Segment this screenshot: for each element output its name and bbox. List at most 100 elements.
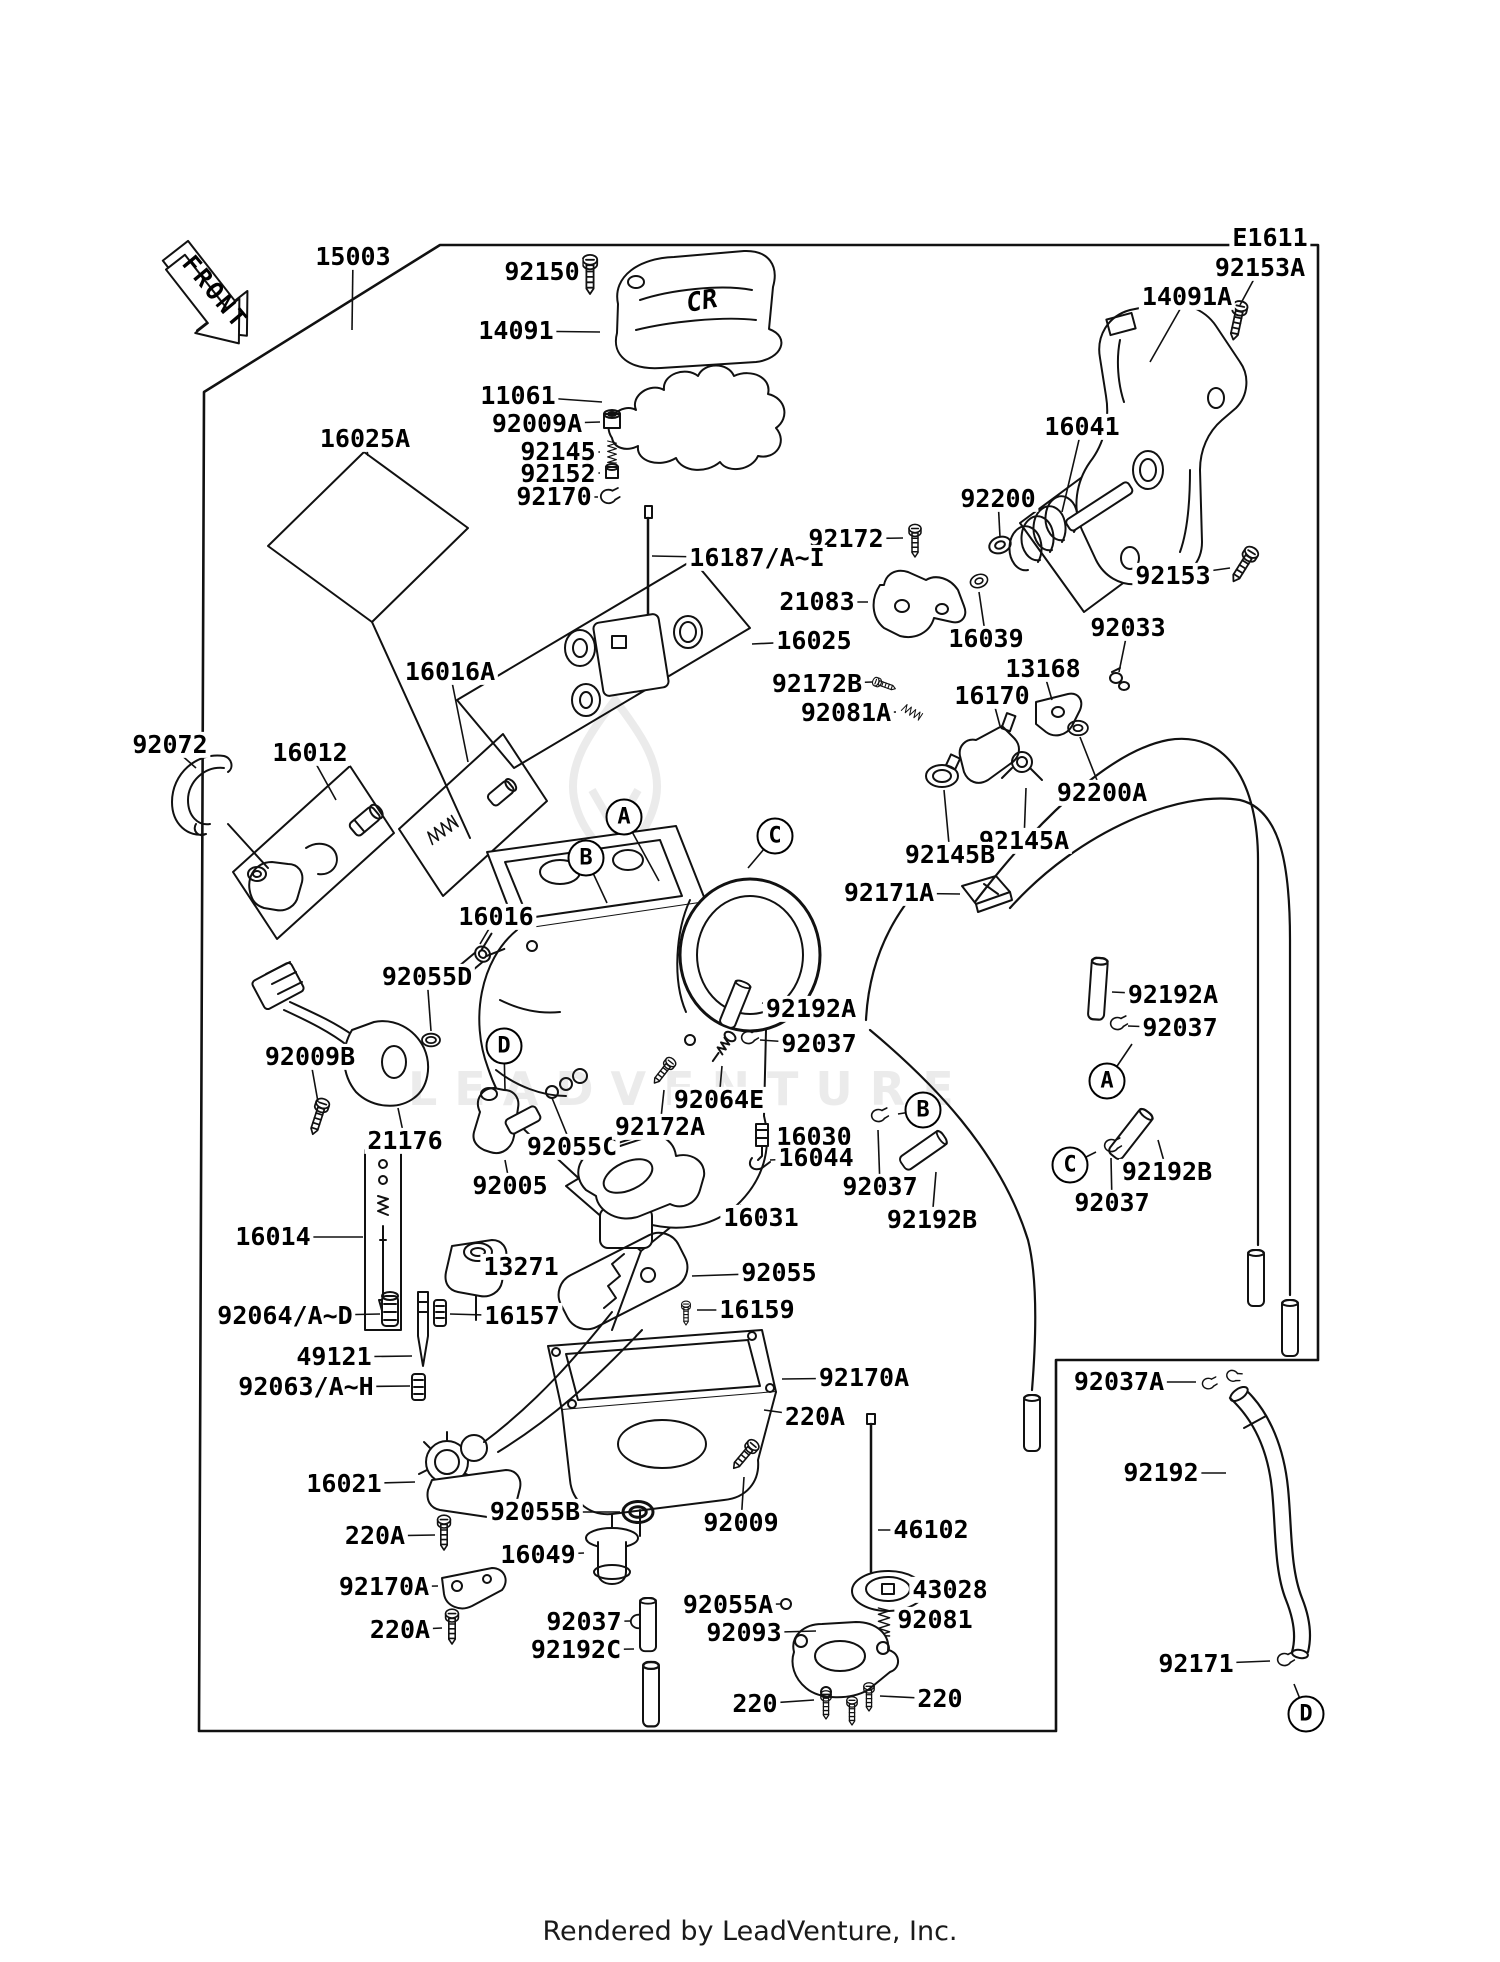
- clamp-92171A: [961, 875, 1013, 913]
- part-label-92150[interactable]: 92150: [501, 258, 583, 286]
- front-arrow: [161, 239, 249, 345]
- part-label-16157[interactable]: 16157: [481, 1302, 563, 1330]
- part-label-92192[interactable]: 92192: [1120, 1459, 1202, 1487]
- circlip-92072: [171, 754, 269, 869]
- part-label-16025[interactable]: 16025: [773, 627, 855, 655]
- part-label-92171[interactable]: 92171: [1155, 1650, 1237, 1678]
- part-label-92081[interactable]: 92081: [894, 1606, 976, 1634]
- clip-92033: [1109, 667, 1130, 691]
- part-label-16039[interactable]: 16039: [945, 625, 1027, 653]
- part-label-92037[interactable]: 92037: [1071, 1189, 1153, 1217]
- part-label-92200[interactable]: 92200: [957, 485, 1039, 513]
- part-label-92055C[interactable]: 92055C: [523, 1133, 621, 1161]
- gasket-92055: [557, 1231, 689, 1331]
- part-label-92005[interactable]: 92005: [469, 1172, 551, 1200]
- part-16170-lever: [958, 712, 1020, 784]
- part-label-92055B[interactable]: 92055B: [486, 1498, 584, 1526]
- part-label-92192B[interactable]: 92192B: [883, 1206, 981, 1234]
- part-label-92192A[interactable]: 92192A: [1124, 981, 1222, 1009]
- rod-46102: [866, 1413, 876, 1574]
- part-label-92009A[interactable]: 92009A: [488, 410, 586, 438]
- screw-92172B: [870, 675, 898, 694]
- part-label-16014[interactable]: 16014: [232, 1223, 314, 1251]
- part-label-220A[interactable]: 220A: [781, 1403, 849, 1431]
- part-label-15003[interactable]: 15003: [312, 243, 394, 271]
- part-16044-clip: [748, 1157, 771, 1171]
- part-label-92172B[interactable]: 92172B: [768, 670, 866, 698]
- part-label-92192A[interactable]: 92192A: [762, 995, 860, 1023]
- part-label-92037[interactable]: 92037: [839, 1173, 921, 1201]
- part-label-92153[interactable]: 92153: [1132, 562, 1214, 590]
- part-label-16031[interactable]: 16031: [720, 1204, 802, 1232]
- part-label-E1611[interactable]: E1611: [1229, 224, 1311, 252]
- part-label-92170A[interactable]: 92170A: [815, 1364, 913, 1392]
- part-label-21176[interactable]: 21176: [364, 1127, 446, 1155]
- part-label-16012[interactable]: 16012: [269, 739, 351, 767]
- part-label-16159[interactable]: 16159: [716, 1296, 798, 1324]
- screw-92150: [581, 253, 599, 295]
- part-label-92037A[interactable]: 92037A: [1070, 1368, 1168, 1396]
- part-label-92063/A~H[interactable]: 92063/A~H: [235, 1373, 377, 1401]
- part-label-92152[interactable]: 92152: [517, 460, 599, 488]
- bolt-92153: [1226, 543, 1262, 586]
- part-label-92172A[interactable]: 92172A: [611, 1113, 709, 1141]
- part-label-92064E[interactable]: 92064E: [670, 1086, 768, 1114]
- part-label-220[interactable]: 220: [729, 1690, 781, 1718]
- part-92064E: [711, 1030, 737, 1063]
- part-label-21083[interactable]: 21083: [776, 588, 858, 616]
- part-label-92192C[interactable]: 92192C: [527, 1636, 625, 1664]
- part-label-92170[interactable]: 92170: [513, 483, 595, 511]
- part-16025-plunger: [564, 613, 703, 717]
- part-label-14091A[interactable]: 14091A: [1138, 283, 1236, 311]
- part-label-14091[interactable]: 14091: [475, 317, 557, 345]
- drain-hose-92192: [1201, 1366, 1312, 1667]
- part-label-92171A[interactable]: 92171A: [840, 879, 938, 907]
- part-label-92153A[interactable]: 92153A: [1211, 254, 1309, 282]
- part-label-92055A[interactable]: 92055A: [679, 1591, 777, 1619]
- part-label-92145B[interactable]: 92145B: [901, 841, 999, 869]
- part-label-92072[interactable]: 92072: [129, 731, 211, 759]
- part-label-92055[interactable]: 92055: [738, 1259, 820, 1287]
- part-label-16041[interactable]: 16041: [1041, 413, 1123, 441]
- part-label-92037[interactable]: 92037: [778, 1030, 860, 1058]
- part-label-92081A[interactable]: 92081A: [797, 699, 895, 727]
- part-label-43028[interactable]: 43028: [909, 1576, 991, 1604]
- part-label-92170A[interactable]: 92170A: [335, 1573, 433, 1601]
- part-label-16170[interactable]: 16170: [951, 682, 1033, 710]
- clamp-92145B: [925, 753, 962, 788]
- part-label-46102[interactable]: 46102: [890, 1516, 972, 1544]
- small-parts-column: [599, 409, 621, 505]
- tube-92192B-right: [1106, 1106, 1156, 1163]
- part-label-16187/A~I[interactable]: 16187/A~I: [686, 544, 828, 572]
- view-marker-B: B: [904, 1091, 942, 1129]
- part-label-16021[interactable]: 16021: [303, 1470, 385, 1498]
- part-label-13168[interactable]: 13168: [1002, 655, 1084, 683]
- part-label-220[interactable]: 220: [914, 1685, 966, 1713]
- group-box-16025: [456, 559, 751, 769]
- part-label-92055D[interactable]: 92055D: [378, 963, 476, 991]
- part-label-92009B[interactable]: 92009B: [261, 1043, 359, 1071]
- part-label-92037[interactable]: 92037: [543, 1608, 625, 1636]
- part-label-92009[interactable]: 92009: [700, 1509, 782, 1537]
- part-label-13271[interactable]: 13271: [480, 1253, 562, 1281]
- part-label-11061[interactable]: 11061: [477, 382, 559, 410]
- part-label-16016A[interactable]: 16016A: [401, 658, 499, 686]
- part-label-92037[interactable]: 92037: [1139, 1014, 1221, 1042]
- part-label-16016[interactable]: 16016: [455, 903, 537, 931]
- washer-16039: [967, 571, 991, 591]
- part-label-220A[interactable]: 220A: [366, 1616, 434, 1644]
- part-label-16049[interactable]: 16049: [497, 1541, 579, 1569]
- part-label-92200A[interactable]: 92200A: [1053, 779, 1151, 807]
- part-label-92145[interactable]: 92145: [517, 438, 599, 466]
- part-16014-set: [377, 1159, 389, 1315]
- part-label-92093[interactable]: 92093: [703, 1619, 785, 1647]
- part-label-16044[interactable]: 16044: [775, 1144, 857, 1172]
- part-label-49121[interactable]: 49121: [293, 1343, 375, 1371]
- part-label-92033[interactable]: 92033: [1087, 614, 1169, 642]
- part-label-92192B[interactable]: 92192B: [1118, 1158, 1216, 1186]
- part-21083-bracket: [872, 569, 967, 638]
- part-label-16025A[interactable]: 16025A: [316, 425, 414, 453]
- part-label-92064/A~D[interactable]: 92064/A~D: [214, 1302, 356, 1330]
- screw-16159: [681, 1300, 691, 1326]
- part-label-220A[interactable]: 220A: [341, 1522, 409, 1550]
